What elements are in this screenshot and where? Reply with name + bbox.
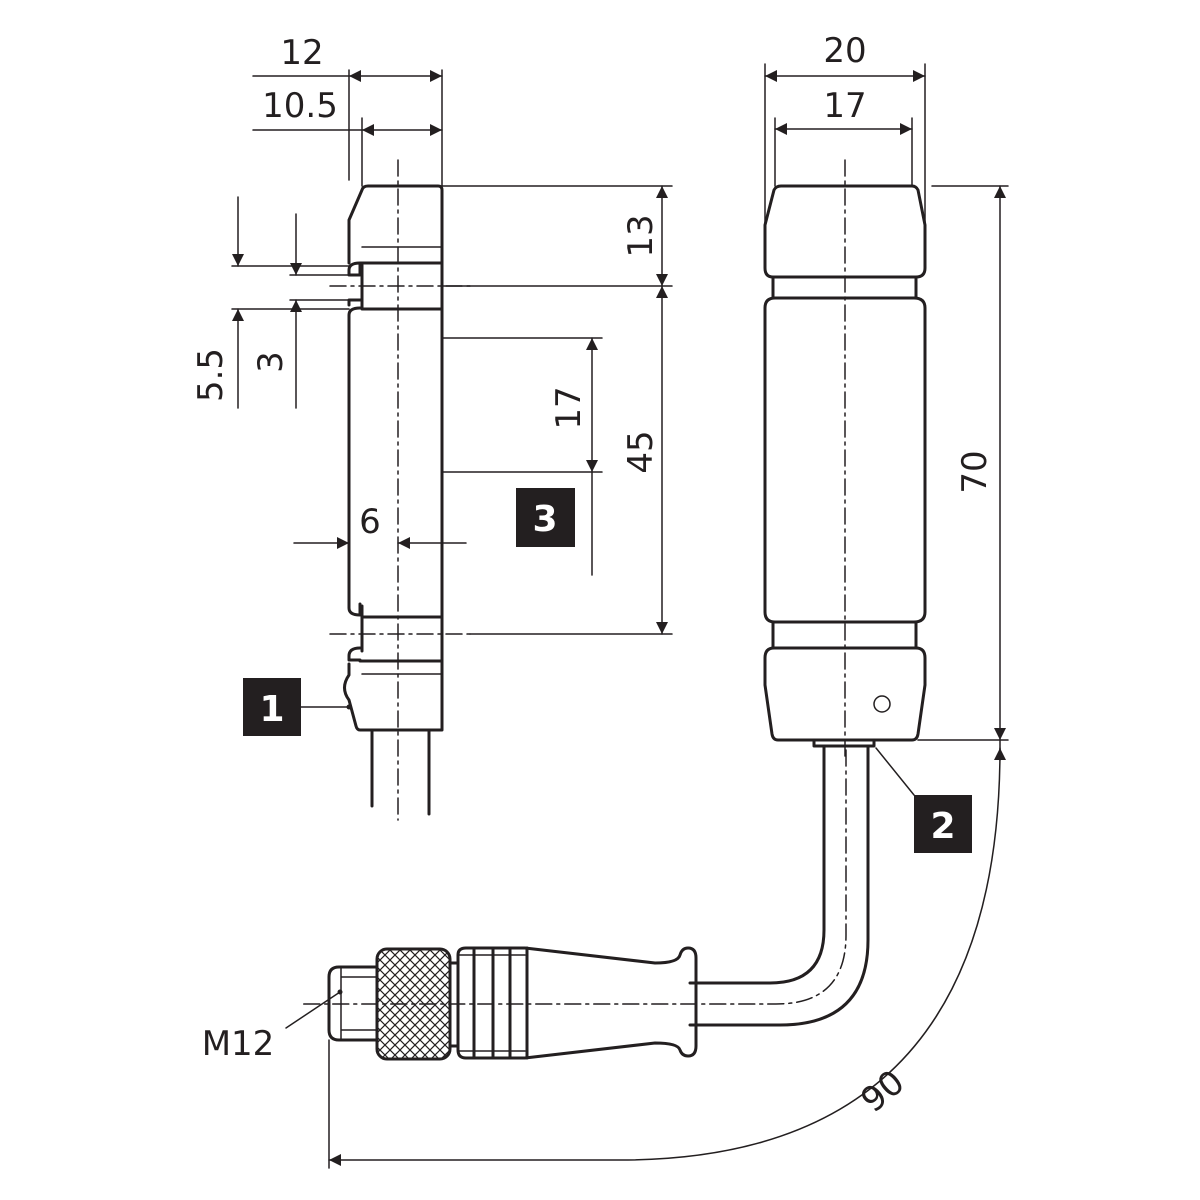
dim-top-cap-height: 13 (621, 214, 661, 257)
front-dimensions: 20 17 70 (764, 31, 1009, 741)
dim-front-width-inner: 17 (823, 86, 866, 126)
connector-label: M12 (202, 1024, 275, 1064)
callout-3: 3 (516, 488, 575, 547)
front-bottom-cap (763, 646, 927, 742)
dim-side-width-inner: 10.5 (262, 86, 338, 126)
svg-text:2: 2 (930, 806, 955, 847)
svg-text:3: 3 (532, 499, 557, 540)
side-body (347, 298, 444, 619)
side-view (329, 159, 471, 821)
dim-bend-radius: 90 (854, 1062, 913, 1120)
dim-front-width-outer: 20 (823, 31, 866, 71)
dim-groove-height: 3 (251, 351, 291, 373)
dim-slot-height: 5.5 (191, 348, 231, 402)
side-cable (370, 728, 431, 816)
callout-1: 1 (243, 678, 352, 736)
dim-mark-zone-height: 17 (549, 386, 589, 429)
front-screw-hole (873, 695, 891, 713)
side-dimensions: 12 10.5 5.5 3 6 13 17 45 (191, 33, 673, 635)
side-bottom-cap (343, 646, 444, 732)
knurled-nut (375, 947, 452, 1061)
front-body (763, 296, 927, 624)
callout-2: 2 (875, 747, 972, 853)
front-view (763, 159, 927, 761)
cable-inner (688, 744, 826, 985)
dim-body-height: 45 (621, 430, 661, 473)
side-top-cap (347, 184, 444, 277)
side-inner-lines (361, 246, 443, 675)
dim-total-height: 70 (955, 450, 995, 493)
side-groove-2 (360, 615, 444, 663)
dim-half-width: 6 (359, 502, 381, 542)
dim-side-width-outer: 12 (280, 33, 323, 73)
svg-text:1: 1 (259, 689, 284, 730)
